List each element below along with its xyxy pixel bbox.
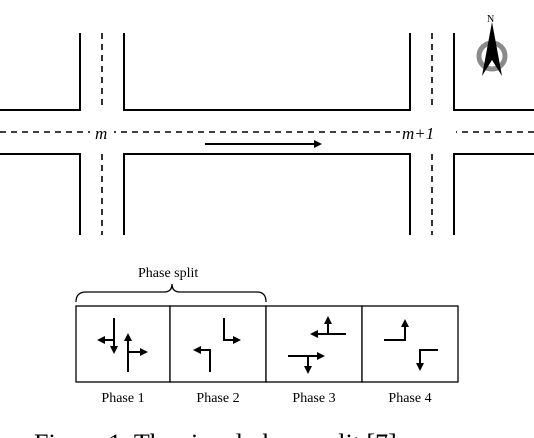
phase-label-3: Phase 3 [292, 391, 335, 406]
label-mask-m [90, 122, 114, 142]
road-edge-bottom-right [453, 153, 534, 235]
phase-cell-4 [361, 305, 459, 383]
phase-label-1: Phase 1 [101, 391, 144, 406]
phase-2-movements-icon [193, 318, 241, 372]
phase-split-brace [75, 283, 267, 303]
road-edge-top-right [453, 33, 534, 111]
compass-north-letter: N [487, 14, 494, 25]
figure-caption: Figure 1. The signal phase split [7] [34, 429, 397, 438]
phase-cell-3 [265, 305, 363, 383]
road-edge-bottom-left [0, 153, 81, 235]
phase-label-2: Phase 2 [196, 391, 239, 406]
label-mask-m1 [400, 122, 456, 142]
phase-1-movements-icon [97, 318, 148, 372]
phase-label-4: Phase 4 [388, 391, 431, 406]
road-edge-bottom-middle [123, 153, 411, 235]
phase-cell-1 [75, 305, 171, 383]
phase-table [75, 305, 459, 383]
phase-split-label: Phase split [138, 266, 198, 281]
north-arrow-icon: N [476, 14, 508, 76]
road-edge-top-left [0, 33, 81, 111]
phase-cell-2 [169, 305, 267, 383]
phase-3-movements-icon [288, 316, 346, 374]
intersection-label-m: m [95, 124, 107, 143]
road-network [0, 33, 534, 235]
phase-4-movements-icon [384, 319, 438, 371]
intersection-label-m-plus-1: m+1 [402, 124, 434, 143]
road-edge-top-middle [123, 33, 411, 111]
